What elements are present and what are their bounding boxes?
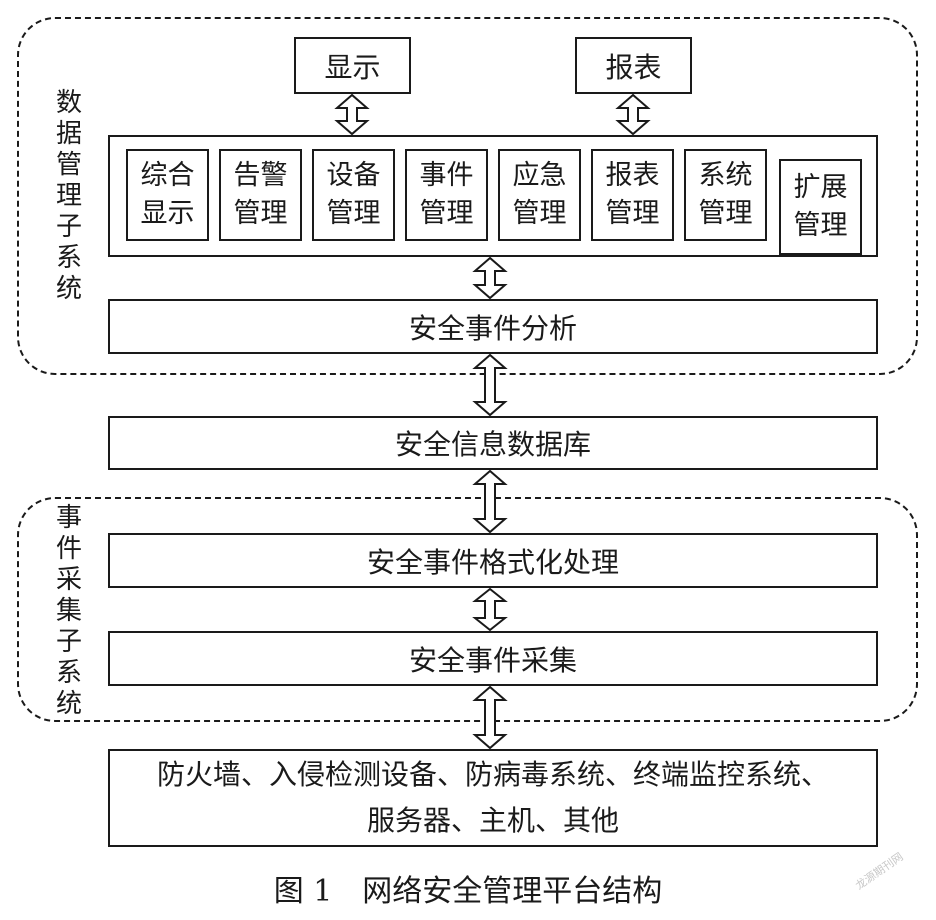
event-sources-box: 防火墙、入侵检测设备、防病毒系统、终端监控系统、 服务器、主机、其他: [108, 749, 878, 847]
module-comprehensive-display: 综合 显示: [126, 149, 209, 241]
figure-caption: 图 1 网络安全管理平台结构: [273, 874, 663, 909]
data-management-subsystem-group: [17, 17, 918, 375]
display-box: 显示: [294, 37, 411, 94]
arrow-analysis-to-database: [472, 353, 508, 417]
data-management-subsystem-label: 数 据 管 理 子 系 统: [55, 88, 82, 304]
module-system-management: 系统 管理: [684, 149, 767, 241]
security-info-database-box: 安全信息数据库: [108, 416, 878, 470]
arrow-report-to-modules: [615, 93, 651, 136]
module-event-management: 事件 管理: [405, 149, 488, 241]
module-extension-management: 扩展 管理: [779, 159, 862, 255]
module-emergency-management: 应急 管理: [498, 149, 581, 241]
arrow-database-to-formatting: [472, 469, 508, 534]
event-collection-box: 安全事件采集: [108, 631, 878, 686]
event-collection-subsystem-group: [17, 497, 918, 722]
report-box: 报表: [575, 37, 692, 94]
event-formatting-box: 安全事件格式化处理: [108, 533, 878, 588]
arrow-display-to-modules: [334, 93, 370, 136]
event-collection-subsystem-label: 事 件 采 集 子 系 统: [55, 503, 82, 719]
module-alarm-management: 告警 管理: [219, 149, 302, 241]
security-event-analysis-box: 安全事件分析: [108, 299, 878, 354]
arrow-collection-to-sources: [472, 685, 508, 750]
module-device-management: 设备 管理: [312, 149, 395, 241]
arrow-formatting-to-collection: [472, 587, 508, 632]
arrow-modules-to-analysis: [472, 256, 508, 300]
module-report-management: 报表 管理: [591, 149, 674, 241]
